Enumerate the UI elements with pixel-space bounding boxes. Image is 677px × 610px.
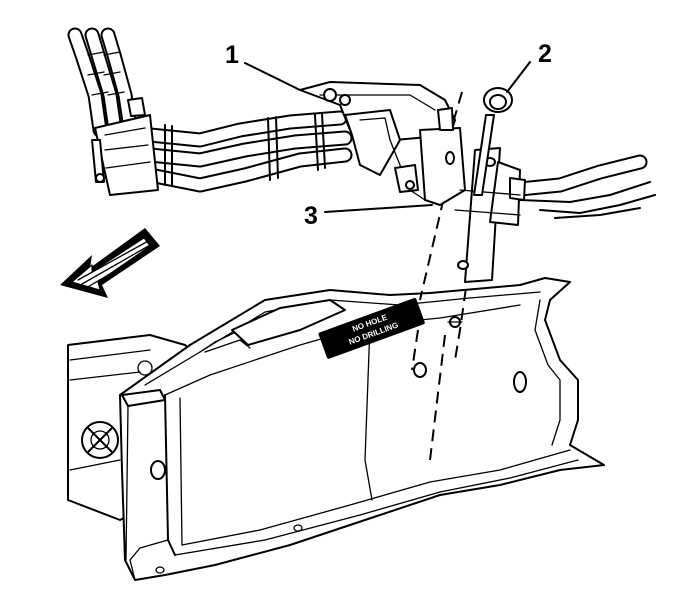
frame-mounting-holes [447,316,463,328]
callout-1-leader [244,62,301,91]
retaining-strap [454,147,526,283]
callout-leaders [244,61,531,213]
frame-rail [67,277,605,581]
line-bracket [299,81,466,206]
retaining-nut [483,87,513,113]
callout-3: 3 [304,202,318,230]
forward-direction-arrow [60,228,160,298]
mounting-stud [473,114,495,196]
callout-2-leader [506,61,531,93]
callout-2: 2 [538,40,552,68]
transmission-cooler-lines [67,27,656,219]
callout-3-leader [324,204,433,213]
callout-1: 1 [225,41,239,69]
